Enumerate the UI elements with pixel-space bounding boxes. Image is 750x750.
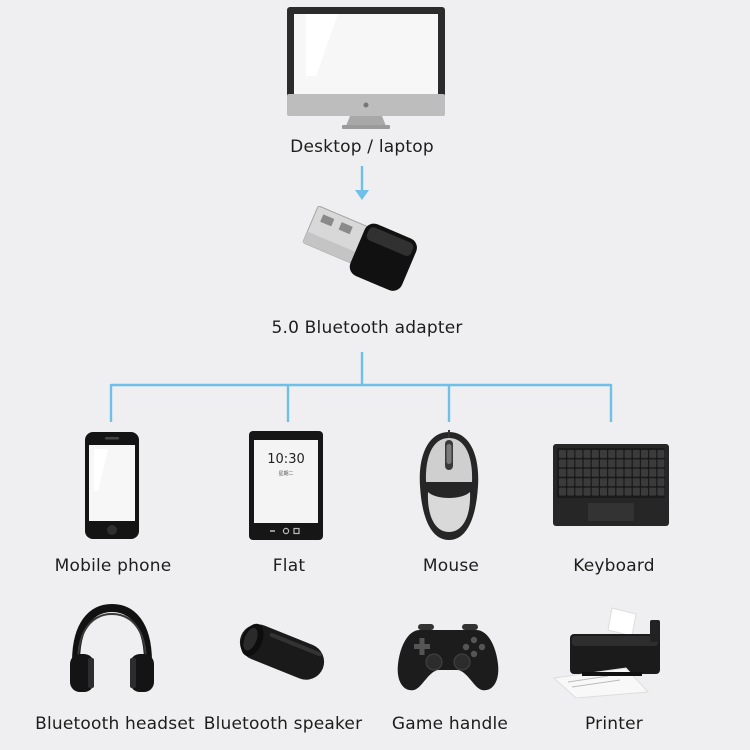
keyboard-key [575, 459, 583, 468]
keyboard-key [657, 487, 665, 496]
keyboard-key [575, 487, 583, 496]
keyboard-key [632, 450, 640, 458]
keyboard-key [624, 450, 632, 458]
keyboard-key [591, 459, 599, 468]
phone-label: Mobile phone [54, 556, 172, 576]
keyboard-key [583, 468, 591, 477]
keyboard-key [608, 478, 616, 487]
gamepad-label: Game handle [391, 714, 509, 734]
keyboard-key [649, 487, 657, 496]
mouse-icon [416, 430, 482, 542]
tablet-date: 星期二 [278, 471, 294, 477]
keyboard-key [559, 459, 566, 468]
keyboard-key [567, 478, 575, 487]
keyboard-key [567, 450, 575, 458]
printer-label: Printer [585, 714, 643, 734]
keyboard-key [657, 478, 665, 487]
tablet-label: Flat [272, 556, 306, 576]
keyboard-key [641, 478, 648, 487]
speaker-label: Bluetooth speaker [203, 714, 363, 734]
keyboard-key [591, 487, 599, 496]
keyboard-key [591, 450, 599, 458]
keyboard-key [608, 487, 616, 496]
keyboard-key [624, 487, 632, 496]
keyboard-key [657, 450, 665, 458]
keyboard-key [649, 450, 657, 458]
keyboard-key [559, 468, 566, 477]
keyboard-key [567, 468, 575, 477]
keyboard-key [632, 487, 640, 496]
keyboard-key [583, 450, 591, 458]
tablet-icon: 10:30 星期二 [248, 430, 324, 541]
usb-adapter-icon [298, 206, 424, 296]
keyboard-key [616, 478, 624, 487]
keyboard-key [632, 468, 640, 477]
headset-label: Bluetooth headset [35, 714, 195, 734]
keyboard-key [567, 487, 575, 496]
keyboard-key [591, 478, 599, 487]
speaker-icon [234, 616, 330, 688]
keyboard-key [575, 468, 583, 477]
phone-icon [84, 431, 140, 541]
keyboard-key [649, 478, 657, 487]
arrow-head-icon [355, 190, 369, 200]
keyboard-key [600, 468, 607, 477]
keyboard-key [657, 459, 665, 468]
keyboard-key [575, 478, 583, 487]
monitor-label: Desktop / laptop [290, 137, 434, 157]
adapter-label: 5.0 Bluetooth adapter [271, 318, 463, 338]
keyboard-key [624, 478, 632, 487]
keyboard-key [616, 468, 624, 477]
keyboard-key [632, 459, 640, 468]
keyboard-key [600, 478, 607, 487]
keyboard-label: Keyboard [573, 556, 655, 576]
keyboard-key [608, 459, 616, 468]
keyboard-key [591, 468, 599, 477]
keyboard-key [649, 459, 657, 468]
keyboard-key [583, 487, 591, 496]
keyboard-icon [552, 443, 670, 527]
keyboard-key [641, 487, 648, 496]
headphones-icon [66, 604, 158, 696]
keyboard-key [559, 478, 566, 487]
keyboard-key [567, 459, 575, 468]
keyboard-key [657, 468, 665, 477]
keyboard-key [608, 450, 616, 458]
gamepad-icon [396, 620, 500, 694]
mouse-label: Mouse [422, 556, 480, 576]
keyboard-key [624, 468, 632, 477]
tablet-time: 10:30 [267, 452, 305, 467]
keyboard-key [600, 487, 607, 496]
keyboard-key [600, 459, 607, 468]
printer-icon [548, 606, 676, 698]
keyboard-key [583, 478, 591, 487]
keyboard-key [616, 459, 624, 468]
keyboard-key [583, 459, 591, 468]
keyboard-key [632, 478, 640, 487]
monitor-icon [286, 6, 446, 131]
keyboard-key [559, 450, 566, 458]
keyboard-key [575, 450, 583, 458]
keyboard-keys [559, 450, 665, 496]
keyboard-key [616, 487, 624, 496]
keyboard-key [641, 459, 648, 468]
keyboard-key [649, 468, 657, 477]
keyboard-key [608, 468, 616, 477]
keyboard-key [559, 487, 566, 496]
keyboard-key [616, 450, 624, 458]
keyboard-key [624, 459, 632, 468]
keyboard-key [600, 450, 607, 458]
keyboard-key [641, 468, 648, 477]
keyboard-key [641, 450, 648, 458]
